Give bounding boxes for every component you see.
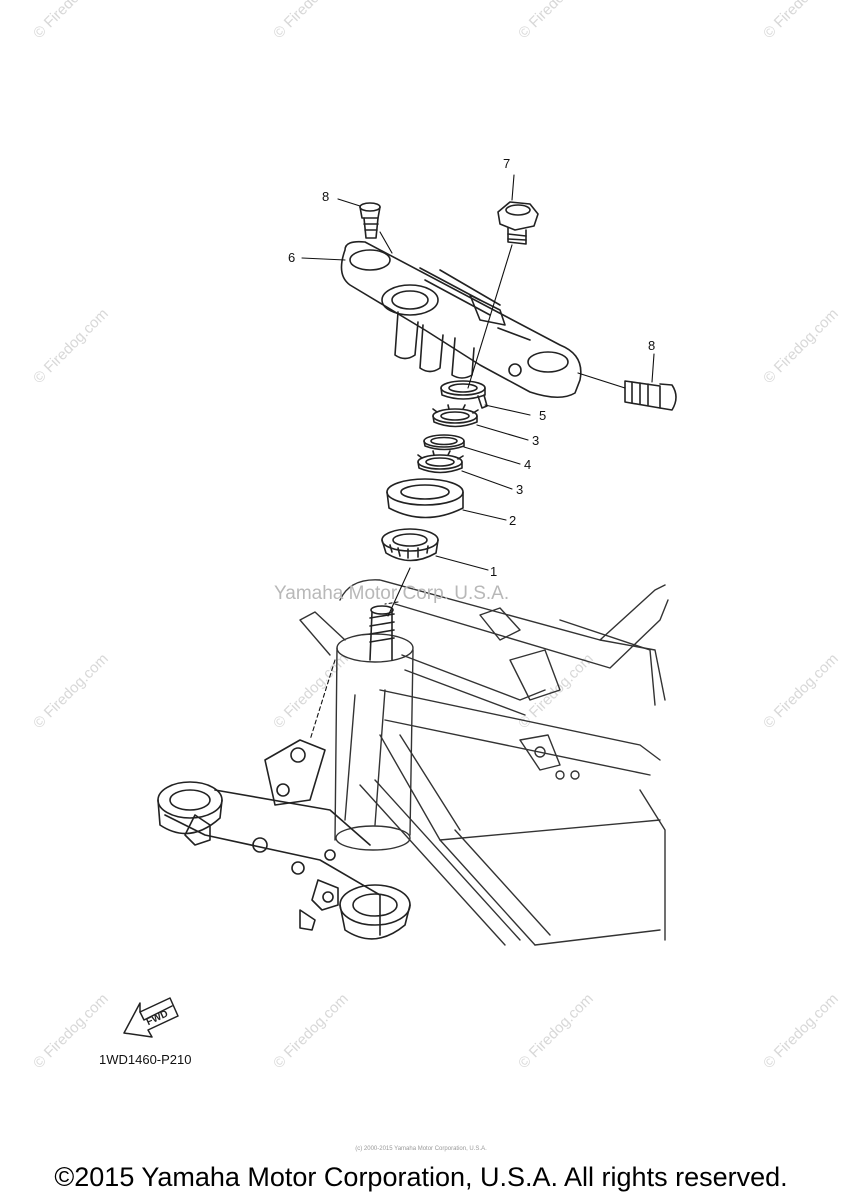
upper-bracket-drawing bbox=[340, 240, 582, 399]
center-watermark: Yamaha Motor Corp. U.S.A. bbox=[274, 583, 510, 604]
ring-nut-lower-drawing bbox=[417, 450, 464, 474]
copyright-notice: ©2015 Yamaha Motor Corporation, U.S.A. A… bbox=[54, 1162, 788, 1192]
callout-6: 6 bbox=[288, 250, 296, 265]
diagram-code: 1WD1460-P210 bbox=[99, 1052, 192, 1067]
seal-drawing bbox=[386, 478, 464, 519]
bearing-drawing bbox=[381, 528, 439, 562]
leader-lines bbox=[301, 174, 655, 741]
small-copyright: (c) 2000-2015 Yamaha Motor Corporation, … bbox=[355, 1146, 487, 1152]
callout-8-right: 8 bbox=[648, 338, 656, 353]
callout-7: 7 bbox=[503, 156, 511, 171]
washer-drawing bbox=[440, 380, 488, 409]
callout-5: 5 bbox=[539, 408, 547, 423]
steering-nut-bolt-drawing bbox=[497, 201, 539, 245]
under-bracket-drawing bbox=[157, 605, 411, 940]
bolt-right-drawing bbox=[624, 380, 677, 411]
callout-3-lower: 3 bbox=[516, 482, 524, 497]
lock-washer-drawing bbox=[423, 434, 465, 451]
callout-2: 2 bbox=[509, 513, 517, 528]
frame-drawing bbox=[299, 579, 669, 946]
callout-3-upper: 3 bbox=[532, 433, 540, 448]
callout-1: 1 bbox=[490, 564, 498, 579]
callout-4: 4 bbox=[524, 457, 532, 472]
fwd-arrow-icon: FWD bbox=[123, 997, 179, 1038]
callout-8-upper: 8 bbox=[322, 189, 330, 204]
ring-nut-upper-drawing bbox=[432, 404, 479, 428]
bolt-upper-drawing bbox=[359, 202, 381, 239]
